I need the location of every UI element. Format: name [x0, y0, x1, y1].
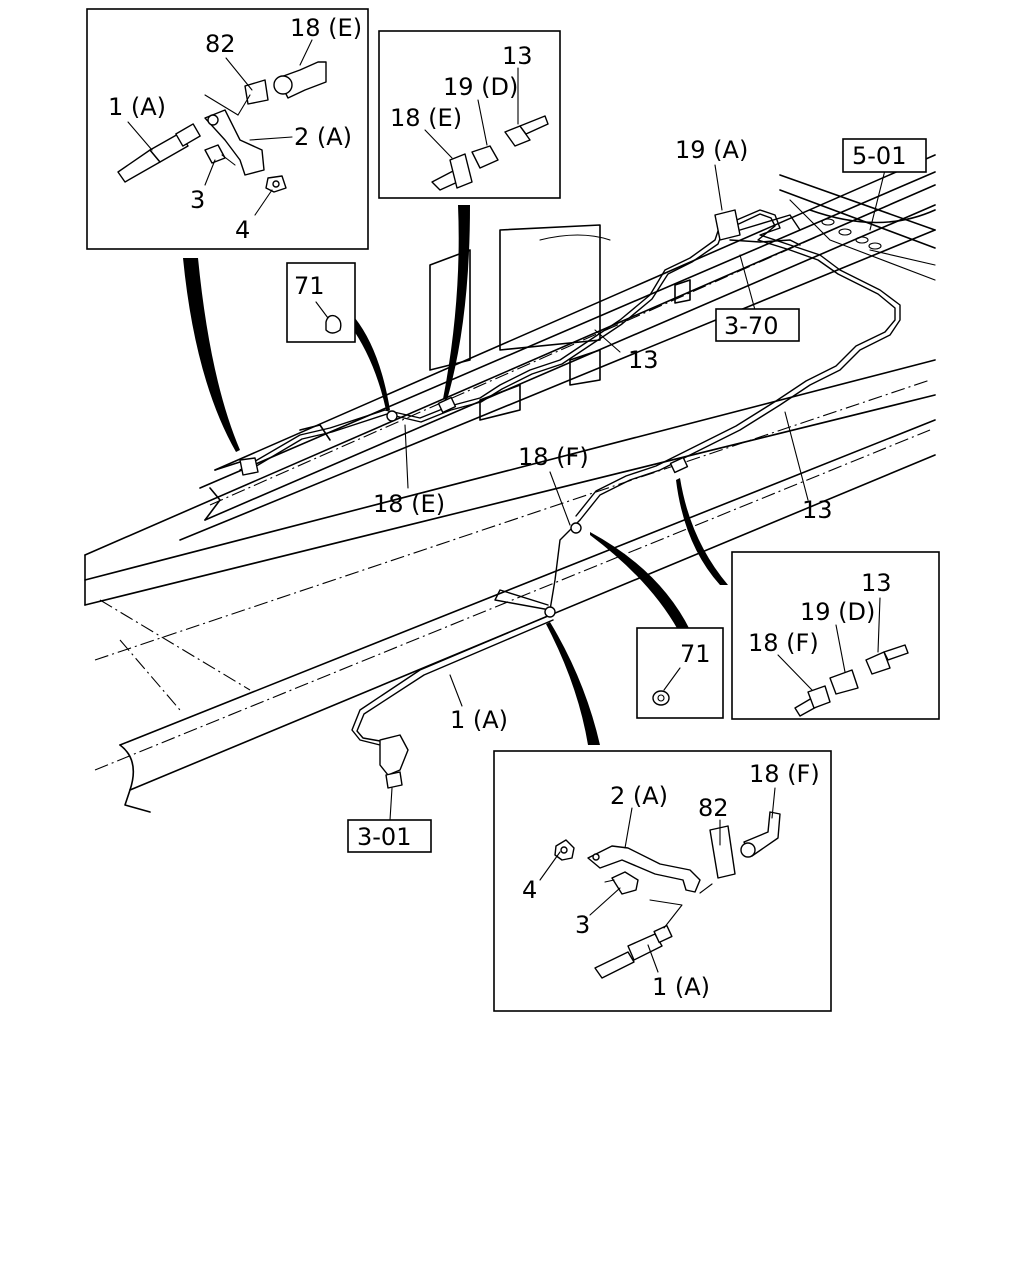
- main-label-13-upper: 13: [628, 346, 659, 374]
- inset-a-label-2a: 2 (A): [294, 123, 352, 151]
- brake-pipe-13-upper: [239, 224, 725, 475]
- inset-box-71-top: [286, 262, 356, 343]
- inset-b-label-13: 13: [502, 42, 533, 70]
- inset-f-label-18f: 18 (F): [749, 760, 820, 788]
- inset-b-label-18e: 18 (E): [390, 104, 462, 132]
- inset-b-label-19d: 19 (D): [443, 73, 518, 101]
- inset-a-label-18e: 18 (E): [290, 14, 362, 42]
- callout-wedges: [183, 205, 728, 745]
- ref-box-5-01: [842, 138, 927, 173]
- inset-a-label-3: 3: [190, 186, 205, 214]
- inset-box-top-middle: [378, 30, 561, 199]
- leader-lines: [389, 164, 886, 821]
- ref-label-5-01: 5-01: [852, 142, 906, 170]
- inset-box-top-left: [86, 8, 369, 250]
- inset-box-71-bottom: [636, 627, 724, 719]
- inset-a-label-82: 82: [205, 30, 236, 58]
- inset-a-label-4: 4: [235, 216, 250, 244]
- inset-e-label-19d: 19 (D): [800, 598, 875, 626]
- inset-f-label-2a: 2 (A): [610, 782, 668, 810]
- inset-f-label-82: 82: [698, 794, 729, 822]
- inset-f-label-1a: 1 (A): [652, 973, 710, 1001]
- main-label-19a: 19 (A): [675, 136, 748, 164]
- ref-label-3-01: 3-01: [357, 823, 411, 851]
- inset-d-label-71: 71: [680, 640, 711, 668]
- main-label-13-lower: 13: [802, 496, 833, 524]
- inset-f-label-3: 3: [575, 911, 590, 939]
- ref-label-3-70: 3-70: [724, 312, 778, 340]
- inset-c-label-71: 71: [294, 272, 325, 300]
- main-label-1a: 1 (A): [450, 706, 508, 734]
- main-label-18e: 18 (E): [373, 490, 445, 518]
- inset-e-label-18f: 18 (F): [748, 629, 819, 657]
- inset-f-label-4: 4: [522, 876, 537, 904]
- brake-pipe-3-70-branch: [729, 214, 801, 246]
- inset-box-right-middle: [731, 551, 940, 720]
- main-label-18f: 18 (F): [518, 443, 589, 471]
- inset-e-label-13: 13: [861, 569, 892, 597]
- ref-box-3-01: [347, 819, 432, 853]
- brake-pipe-13-right: [575, 209, 901, 521]
- main-fittings: [239, 209, 741, 789]
- inset-box-bottom: [493, 750, 832, 1012]
- inset-a-label-1a: 1 (A): [108, 93, 166, 121]
- ref-box-3-70: [715, 308, 800, 342]
